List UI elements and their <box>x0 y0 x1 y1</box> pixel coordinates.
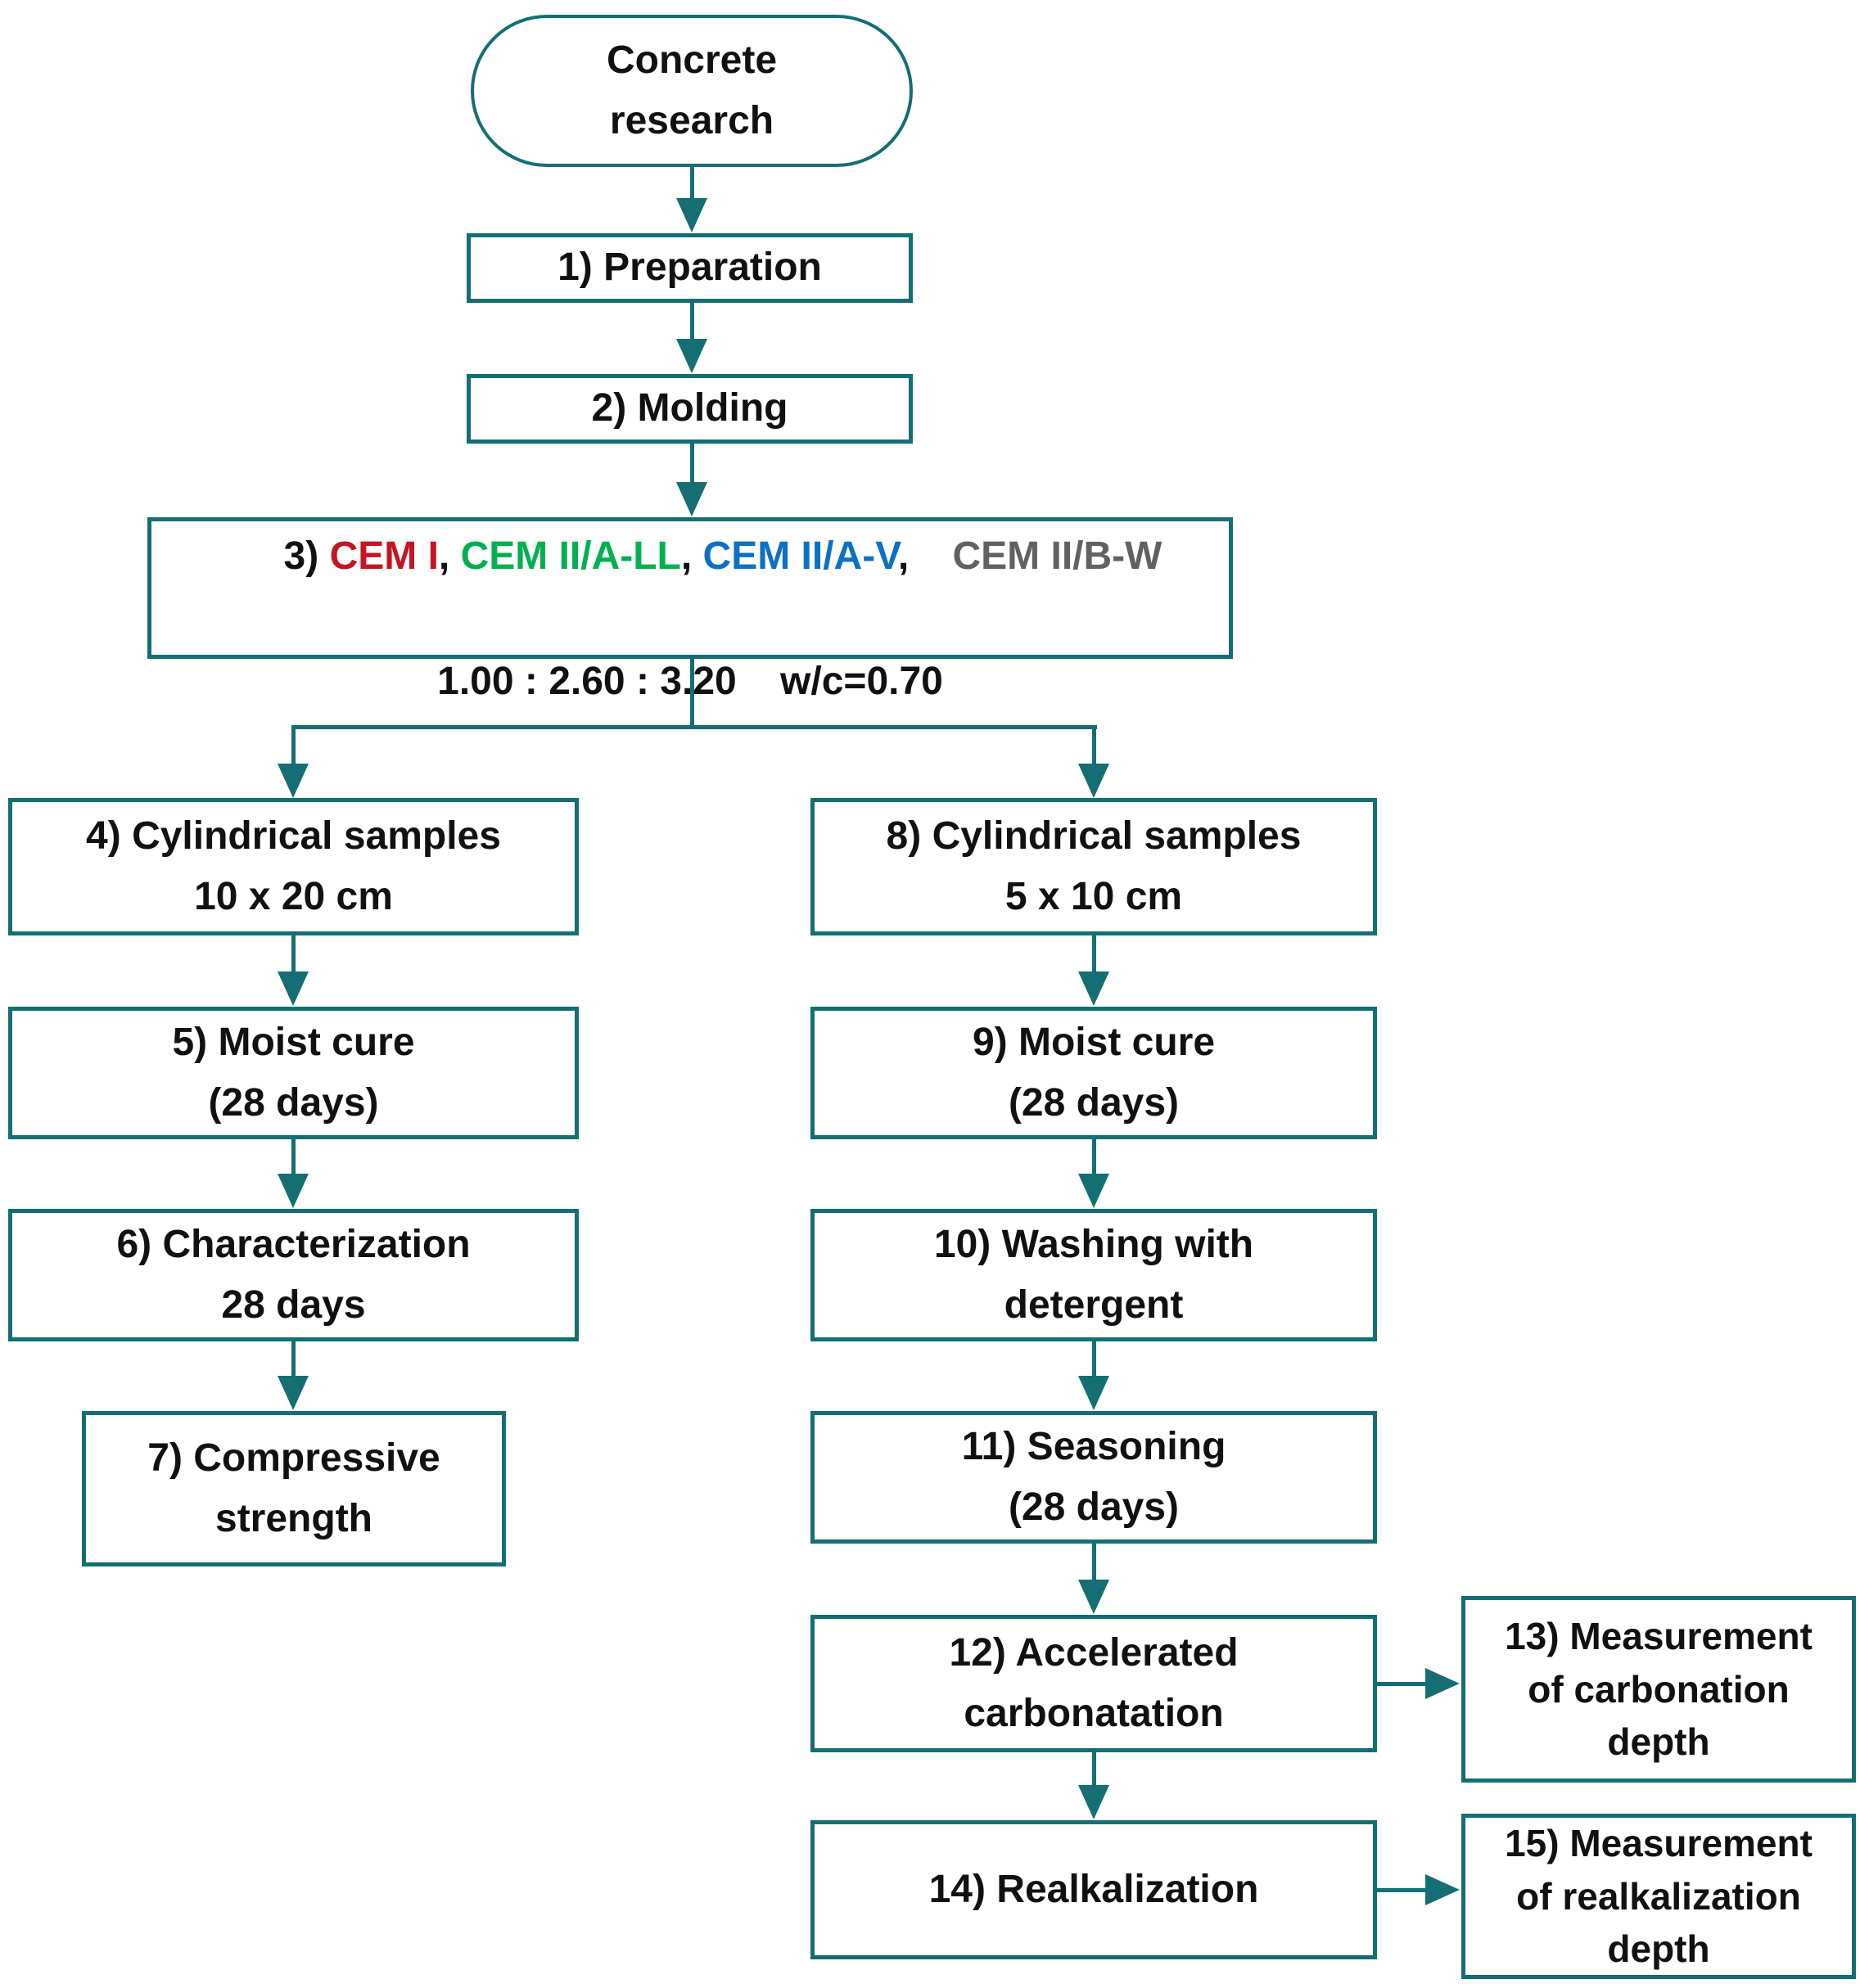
node-line1: 4) Cylindrical samples <box>86 814 501 858</box>
node-line1: 12) Accelerated <box>949 1630 1239 1675</box>
arrow-carbonatation-to-realkalization <box>1078 1752 1109 1819</box>
node-characterization: 6) Characterization 28 days <box>8 1209 579 1341</box>
node-line1: 8) Cylindrical samples <box>886 814 1302 858</box>
arrow-washing-to-seasoning <box>1078 1341 1109 1410</box>
node-line1: 15) Measurement <box>1505 1822 1813 1865</box>
node-line2: 28 days <box>221 1283 366 1327</box>
arrow-preparation-to-molding <box>676 303 707 373</box>
arrow-seasoning-to-carbonatation <box>1078 1544 1109 1614</box>
node-line2: (28 days) <box>208 1081 379 1125</box>
arrow-samples10x20-to-moistcure <box>278 935 309 1006</box>
cement-step-number: 3) <box>283 534 330 578</box>
node-start-line1: Concrete <box>606 38 778 82</box>
node-measurement-realkalization-depth: 15) Measurement of realkalization depth <box>1461 1814 1856 1979</box>
node-start-line2: research <box>609 99 774 142</box>
node-line1: 11) Seasoning <box>961 1424 1226 1468</box>
arrow-samples5x10-to-moistcure <box>1078 935 1109 1006</box>
arrow-carbonatation-to-measurement <box>1377 1668 1460 1699</box>
node-compressive-strength: 7) Compressive strength <box>82 1411 506 1567</box>
arrow-molding-to-cement-types <box>676 444 707 516</box>
arrow-start-to-preparation <box>676 167 707 232</box>
cement-types-line: 3) CEM I, CEM II/A-LL, CEM II/A-V, CEM I… <box>219 462 1162 651</box>
node-moist-cure-left: 5) Moist cure (28 days) <box>8 1007 579 1139</box>
node-cement-types: 3) CEM I, CEM II/A-LL, CEM II/A-V, CEM I… <box>147 517 1233 703</box>
node-line1: 6) Characterization <box>116 1222 471 1266</box>
node-line2: detergent <box>1004 1283 1184 1327</box>
node-line2: of realkalization <box>1516 1874 1801 1918</box>
connector-branch-rail <box>291 725 1097 729</box>
arrow-realkalization-to-measurement <box>1377 1874 1460 1905</box>
node-molding: 2) Molding <box>467 374 913 444</box>
node-cylindrical-samples-10x20: 4) Cylindrical samples 10 x 20 cm <box>8 798 579 935</box>
node-line1: 9) Moist cure <box>972 1020 1216 1064</box>
node-realkalization: 14) Realkalization <box>810 1820 1377 1959</box>
node-line2: (28 days) <box>1008 1081 1180 1125</box>
node-cylindrical-samples-5x10: 8) Cylindrical samples 5 x 10 cm <box>810 798 1377 935</box>
node-preparation: 1) Preparation <box>467 233 913 303</box>
arrow-branch-to-left-column <box>278 725 309 798</box>
separator-comma: , <box>680 534 703 578</box>
node-line2: 10 x 20 cm <box>194 875 393 918</box>
arrow-moistcure-to-washing <box>1078 1139 1109 1208</box>
mix-ratio-line: 1.00 : 2.60 : 3.20 w/c=0.70 <box>437 660 943 704</box>
node-line1: 10) Washing with <box>933 1222 1254 1266</box>
separator-comma: , <box>897 534 953 578</box>
node-line2: carbonatation <box>964 1692 1224 1735</box>
node-start: Concrete research <box>471 15 913 167</box>
node-washing-detergent: 10) Washing with detergent <box>810 1209 1377 1341</box>
cement-cem-ii-a-ll: CEM II/A-LL <box>460 534 681 578</box>
node-line2: (28 days) <box>1008 1485 1180 1529</box>
arrow-moistcure-to-characterization <box>278 1139 309 1208</box>
node-line1: 5) Moist cure <box>172 1020 415 1064</box>
node-line2: of carbonation <box>1528 1667 1790 1711</box>
separator-comma: , <box>438 534 461 578</box>
node-line2: 5 x 10 cm <box>1004 875 1183 918</box>
node-accelerated-carbonatation: 12) Accelerated carbonatation <box>810 1615 1377 1752</box>
connector-stub-down <box>690 659 694 728</box>
cement-cem-ii-a-v: CEM II/A-V <box>702 534 898 578</box>
node-line2: strength <box>215 1497 372 1540</box>
arrow-branch-to-right-column <box>1078 725 1109 798</box>
node-line1: 7) Compressive <box>147 1436 440 1480</box>
node-preparation-label: 1) Preparation <box>558 246 822 290</box>
node-realkalization-label: 14) Realkalization <box>928 1867 1259 1911</box>
node-measurement-carbonation-depth: 13) Measurement of carbonation depth <box>1461 1596 1856 1783</box>
arrow-characterization-to-strength <box>278 1341 309 1410</box>
node-line3: depth <box>1607 1720 1710 1764</box>
node-seasoning: 11) Seasoning (28 days) <box>810 1411 1377 1544</box>
node-moist-cure-right: 9) Moist cure (28 days) <box>810 1007 1377 1139</box>
node-molding-label: 2) Molding <box>591 386 788 431</box>
cement-cem-ii-b-w: CEM II/B-W <box>952 534 1162 578</box>
cement-cem-i: CEM I <box>329 534 439 578</box>
node-line3: depth <box>1607 1927 1710 1971</box>
node-line1: 13) Measurement <box>1505 1615 1813 1658</box>
